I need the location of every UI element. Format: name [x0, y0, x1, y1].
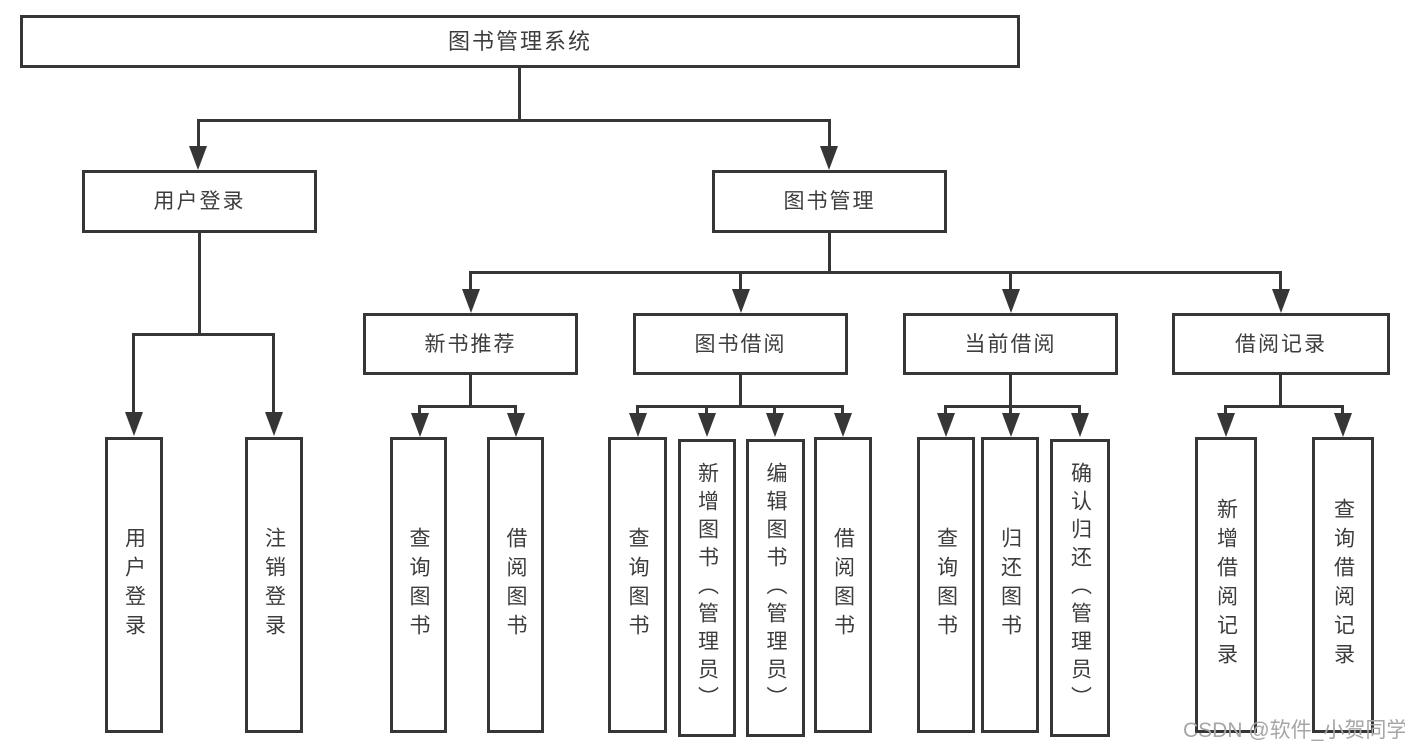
connector-drop-new-books: [469, 271, 472, 291]
connector-drop-book-borrow: [739, 271, 742, 291]
connector-bb-stem: [739, 375, 742, 408]
connector-drop-br-add: [1224, 405, 1227, 415]
connector-nb-stem: [469, 375, 472, 408]
leaf-bb-borrow-books: 借阅图书: [814, 437, 872, 733]
arrow-down-icon: [629, 413, 647, 437]
connector-cb-branch: [944, 405, 1081, 408]
node-book-mgmt-label: 图书管理: [783, 190, 876, 213]
leaf-nb-query-books-label: 查询图书: [407, 527, 430, 643]
arrow-down-icon: [732, 289, 750, 313]
connector-root-branch: [197, 119, 831, 122]
leaf-nb-borrow-books: 借阅图书: [487, 437, 544, 733]
connector-drop-bb-query: [636, 405, 639, 415]
node-borrow-records: 借阅记录: [1172, 313, 1390, 375]
leaf-cb-return-books-label: 归还图书: [998, 527, 1022, 643]
leaf-br-query-record-label: 查询借阅记录: [1331, 498, 1355, 672]
arrow-down-icon: [766, 413, 784, 437]
connector-drop-user-login: [197, 119, 200, 149]
arrow-down-icon: [820, 146, 838, 170]
leaf-cb-query-books: 查询图书: [917, 437, 975, 733]
connector-drop-nb-borrow: [514, 405, 517, 415]
connector-drop-br-query: [1341, 405, 1344, 415]
arrow-down-icon: [698, 413, 716, 437]
connector-root-stem: [518, 68, 521, 121]
connector-drop-leaf-logout: [272, 333, 275, 413]
connector-drop-cb-confirm: [1078, 405, 1081, 415]
leaf-user-login: 用户登录: [105, 437, 163, 733]
leaf-bb-borrow-books-label: 借阅图书: [831, 527, 855, 643]
connector-drop-bb-add: [705, 405, 708, 415]
leaf-br-add-record-label: 新增借阅记录: [1214, 498, 1238, 672]
arrow-down-icon: [265, 412, 283, 436]
arrow-down-icon: [1334, 413, 1352, 437]
connector-drop-book-mgmt: [828, 119, 831, 149]
connector-drop-cb-query: [944, 405, 947, 415]
arrow-down-icon: [1002, 413, 1020, 437]
connector-drop-cb-return: [1009, 405, 1012, 415]
arrow-down-icon: [507, 413, 525, 437]
leaf-bb-edit-books-admin: 编辑图书（管理员）: [746, 439, 805, 737]
leaf-logout: 注销登录: [245, 437, 303, 733]
node-current-borrow-label: 当前借阅: [964, 332, 1057, 356]
leaf-bb-query-books-label: 查询图书: [626, 527, 649, 643]
connector-drop-leaf-user-login: [132, 333, 135, 413]
connector-drop-nb-query: [418, 405, 421, 415]
leaf-bb-query-books: 查询图书: [608, 437, 667, 733]
connector-drop-bb-edit: [773, 405, 776, 415]
connector-drop-bb-borrow: [841, 405, 844, 415]
arrow-down-icon: [1002, 289, 1020, 313]
node-borrow-records-label: 借阅记录: [1235, 332, 1327, 356]
node-user-login-label: 用户登录: [153, 190, 246, 213]
leaf-cb-return-books: 归还图书: [981, 437, 1039, 733]
node-new-books-label: 新书推荐: [424, 332, 517, 356]
connector-br-stem: [1279, 375, 1282, 408]
node-current-borrow: 当前借阅: [903, 313, 1118, 375]
leaf-logout-label: 注销登录: [262, 527, 286, 643]
node-book-borrow: 图书借阅: [633, 313, 848, 375]
arrow-down-icon: [189, 146, 207, 170]
connector-drop-borrow-records: [1279, 271, 1282, 291]
node-user-login: 用户登录: [82, 170, 317, 233]
connector-user-stem: [198, 233, 201, 336]
leaf-bb-add-books-admin-label: 新增图书（管理员）: [695, 462, 719, 714]
arrow-down-icon: [937, 413, 955, 437]
connector-mgmt-branch: [469, 271, 1282, 274]
arrow-down-icon: [1071, 413, 1089, 437]
leaf-bb-edit-books-admin-label: 编辑图书（管理员）: [764, 462, 787, 714]
connector-drop-current-borrow: [1009, 271, 1012, 291]
arrow-down-icon: [1217, 413, 1235, 437]
leaf-cb-query-books-label: 查询图书: [934, 527, 958, 643]
node-root-label: 图书管理系统: [447, 28, 592, 54]
node-book-mgmt: 图书管理: [712, 170, 947, 233]
connector-bb-branch: [636, 405, 843, 408]
connector-user-branch: [132, 333, 275, 336]
leaf-nb-borrow-books-label: 借阅图书: [504, 527, 527, 643]
node-new-books: 新书推荐: [363, 313, 578, 375]
leaf-cb-confirm-return-admin: 确认归还（管理员）: [1050, 439, 1110, 737]
leaf-br-query-record: 查询借阅记录: [1312, 437, 1374, 733]
arrow-down-icon: [834, 413, 852, 437]
connector-cb-stem: [1009, 375, 1012, 408]
leaf-br-add-record: 新增借阅记录: [1195, 437, 1257, 733]
connector-nb-branch: [418, 405, 517, 408]
leaf-cb-confirm-return-admin-label: 确认归还（管理员）: [1068, 462, 1092, 714]
csdn-watermark: CSDN @软件_小贺同学: [1183, 719, 1405, 742]
arrow-down-icon: [462, 289, 480, 313]
node-book-borrow-label: 图书借阅: [694, 332, 787, 356]
connector-br-branch: [1224, 405, 1343, 408]
node-root: 图书管理系统: [20, 15, 1020, 68]
arrow-down-icon: [125, 412, 143, 436]
leaf-bb-add-books-admin: 新增图书（管理员）: [678, 439, 736, 737]
leaf-nb-query-books: 查询图书: [390, 437, 447, 733]
arrow-down-icon: [1272, 289, 1290, 313]
arrow-down-icon: [411, 413, 429, 437]
connector-mgmt-stem: [828, 233, 831, 274]
leaf-user-login-label: 用户登录: [122, 527, 146, 643]
